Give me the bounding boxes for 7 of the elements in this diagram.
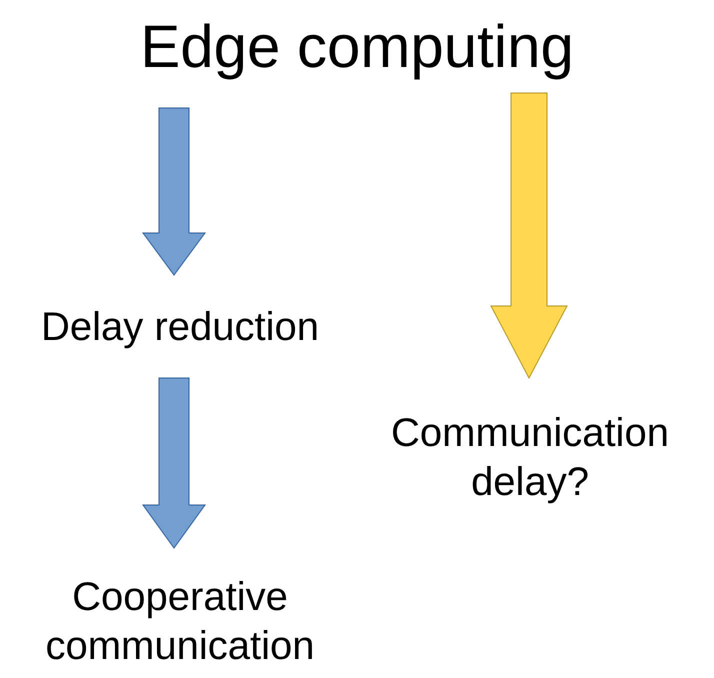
question-text: Communication delay? [390, 410, 670, 506]
result-text: Cooperative communication [44, 574, 316, 670]
title-text: Edge computing [140, 12, 574, 82]
result-text: Delay reduction [41, 304, 319, 352]
block-arrow [142, 108, 206, 276]
block-arrow [490, 92, 568, 380]
block-arrow [142, 378, 206, 549]
